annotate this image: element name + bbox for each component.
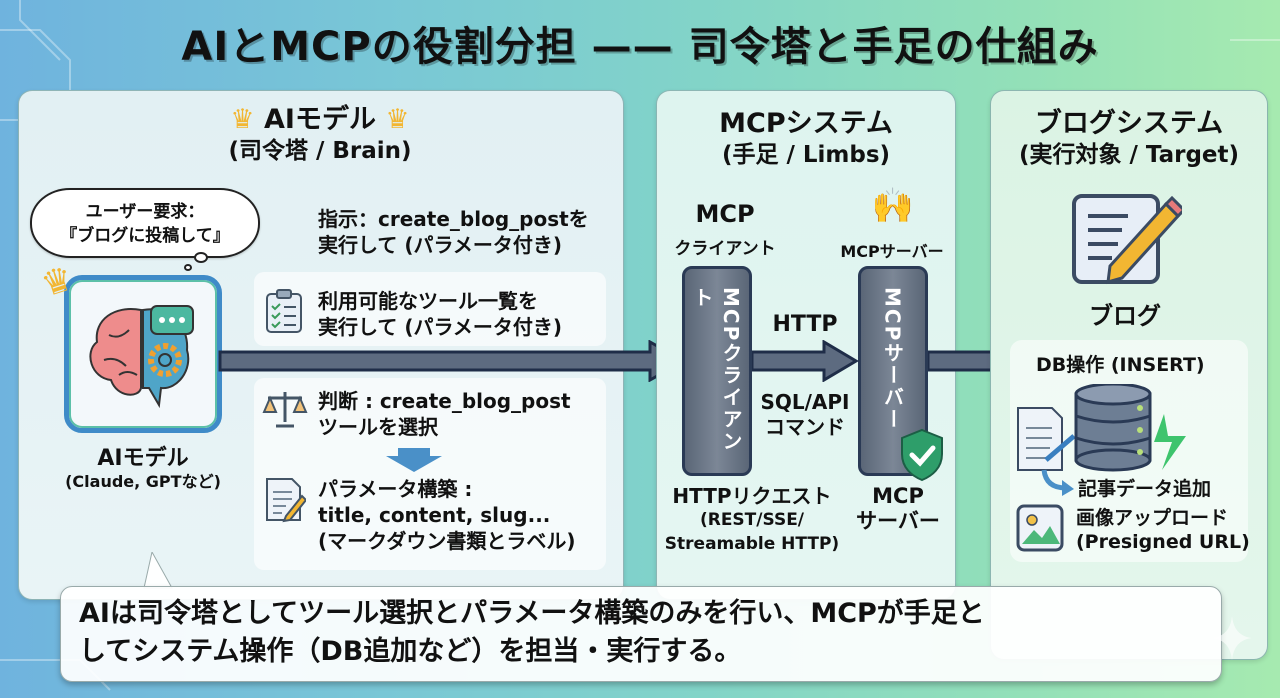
- summary-line: AIは司令塔としてツール選択とパラメータ構築のみを行い、MCPが手足と: [79, 598, 985, 629]
- ai-model-label: AIモデル: [97, 446, 189, 471]
- sparkle-icon: [1212, 616, 1252, 660]
- mcp-client-subtitle: クライアント: [674, 239, 776, 259]
- mcp-client-title: MCP: [695, 200, 755, 228]
- thought-dot: [184, 264, 192, 271]
- tool-list-card: [254, 272, 606, 346]
- speech-bubble-tail: [143, 552, 173, 589]
- ai-panel-subheading: (司令塔 / Brain): [228, 138, 412, 164]
- mcp-client-column-label: MCPクライアント: [690, 287, 743, 453]
- mcp-server-bottom-label: MCP サーバー: [848, 484, 948, 534]
- add-article-label: 記事データ追加: [1078, 478, 1212, 500]
- mcp-server-top-label: MCPサーバー: [840, 242, 944, 261]
- user-request-label: ユーザー要求：: [85, 202, 205, 222]
- brain-gear-chat-icon: [89, 305, 194, 409]
- mcp-server-column-label: MCPサーバー: [880, 287, 905, 431]
- blog-edit-icon: [1072, 194, 1182, 285]
- ai-model-examples: (Claude, GPTなど): [65, 472, 221, 491]
- document-edit-icon: [266, 478, 306, 523]
- blog-label: ブログ: [1089, 302, 1161, 330]
- protocol-label: HTTP: [772, 312, 838, 337]
- mcp-client-column: MCPクライアント: [682, 266, 752, 476]
- mcp-panel-heading: MCPシステム: [719, 108, 893, 139]
- server-label-line: サーバー: [856, 509, 940, 533]
- summary-line: してシステム操作（DB追加など）を担当・実行する。: [79, 636, 742, 667]
- ai-panel-header: ♛ AIモデル ♛ (司令塔 / Brain): [180, 104, 460, 166]
- ai-to-mcp-arrow: [218, 340, 688, 382]
- ai-brain-icon-frame: [64, 275, 222, 433]
- shield-check-icon: [901, 428, 943, 482]
- step-text: 判断 : create_blog_post: [318, 389, 571, 413]
- server-label-line: MCP: [872, 484, 924, 508]
- command-line: SQL/API: [760, 390, 850, 414]
- clipboard-checklist-icon: [266, 289, 302, 333]
- step-text: パラメータ構築 :: [318, 477, 473, 501]
- step-param-build: パラメータ構築 : title, content, slug... (マークダウ…: [264, 476, 575, 554]
- mcp-panel-subheading: (手足 / Limbs): [721, 142, 891, 168]
- image-upload-label: 画像アップロード (Presigned URL): [1076, 506, 1256, 554]
- request-line: (REST/SSE/: [699, 510, 805, 530]
- user-request-thought-bubble: ユーザー要求： 『ブログに投稿して』: [30, 188, 260, 258]
- curved-arrow-icon: [1041, 469, 1074, 496]
- step-text: 実行して (パラメータ付き): [318, 315, 563, 339]
- blog-panel-heading: ブログシステム: [1034, 108, 1224, 139]
- request-line: HTTPリクエスト: [672, 484, 832, 508]
- blog-panel-subheading: (実行対象 / Target): [1018, 142, 1240, 168]
- decision-card: [254, 378, 606, 570]
- thought-dot: [194, 252, 208, 263]
- mcp-panel-header: MCPシステム (手足 / Limbs): [656, 108, 956, 170]
- ai-panel-heading: AIモデル: [264, 104, 376, 135]
- balance-scale-icon: [262, 392, 308, 428]
- step-text: ツールを選択: [318, 415, 438, 439]
- database-icon: [1017, 384, 1186, 472]
- db-operation-label: DB操作 (INSERT): [1036, 354, 1205, 376]
- command-line: コマンド: [765, 415, 845, 439]
- step-tool-list: 利用可能なツール一覧を 実行して (パラメータ付き): [264, 288, 562, 340]
- raised-hands-icon: 🙌: [871, 186, 915, 226]
- crown-icon: ♛: [385, 104, 410, 135]
- step-text: 利用可能なツール一覧を: [318, 289, 538, 313]
- page-title: AIとMCPの役割分担 —— 司令塔と手足の仕組み: [181, 24, 1099, 70]
- blog-panel-header: ブログシステム (実行対象 / Target): [990, 108, 1268, 170]
- upload-line: 画像アップロード: [1076, 507, 1229, 529]
- command-label: SQL/API コマンド: [752, 390, 858, 440]
- down-arrow-icon: [386, 448, 442, 472]
- image-icon: [1016, 504, 1064, 552]
- request-line: Streamable HTTP): [664, 534, 840, 554]
- upload-line: (Presigned URL): [1076, 531, 1250, 553]
- instruction-text: 指示：create_blog_postを 実行して (パラメータ付き): [318, 206, 589, 258]
- step-text: title, content, slug...: [318, 503, 551, 527]
- summary-callout: AIは司令塔としてツール選択とパラメータ構築のみを行い、MCPが手足と してシス…: [60, 586, 1222, 682]
- client-to-server-arrow: [752, 340, 859, 382]
- user-request-text: 『ブログに投稿して』: [60, 226, 230, 246]
- instruction-line: 実行して (パラメータ付き): [318, 233, 563, 257]
- crown-icon: ♛: [230, 104, 255, 135]
- step-decision: 判断 : create_blog_post ツールを選択: [262, 388, 571, 440]
- http-request-label: HTTPリクエスト (REST/SSE/ Streamable HTTP): [660, 484, 844, 556]
- step-text: (マークダウン書類とラベル): [318, 529, 576, 553]
- instruction-line: 指示：create_blog_postを: [318, 207, 589, 231]
